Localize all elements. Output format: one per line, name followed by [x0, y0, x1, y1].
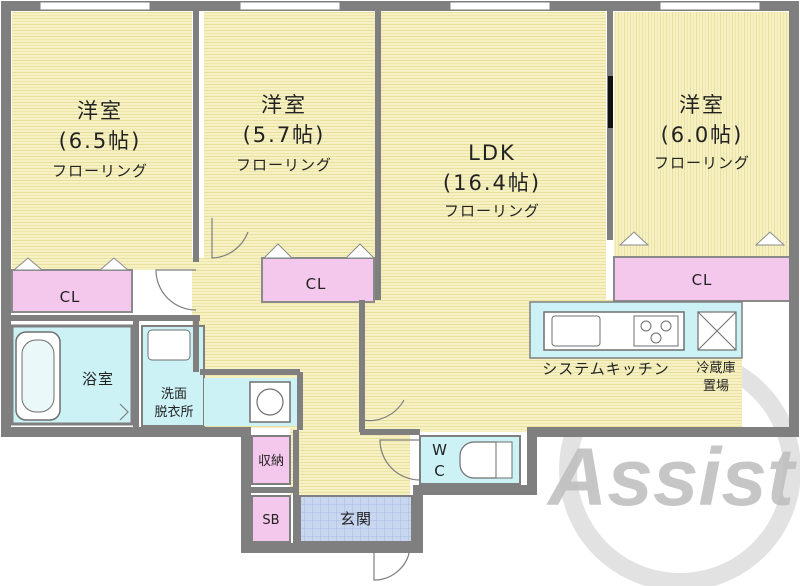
bedroom3-name: 洋室 [679, 93, 725, 117]
closet2-label: CL [306, 275, 327, 293]
bedroom1-size: (6.5帖) [59, 129, 142, 153]
wash-basin [147, 329, 191, 361]
kitchen-label: システムキッチン [542, 360, 670, 378]
fridge-label-2: 置場 [703, 379, 729, 394]
closet3-label: CL [692, 271, 713, 289]
washing-machine [249, 381, 291, 423]
closet1-label: CL [60, 288, 81, 306]
closet2 [261, 257, 375, 303]
bedroom2-floor [204, 12, 374, 258]
walls [1, 1, 799, 553]
shoebox-label: SB [262, 513, 279, 528]
bedroom1-floor [12, 12, 192, 270]
entrance [299, 495, 413, 543]
ldk-size: (16.4帖) [443, 171, 541, 195]
bathtub-inner [21, 339, 55, 413]
bath-label: 浴室 [82, 370, 114, 388]
stove [633, 315, 679, 347]
bedroom3-floor-label: フローリング [654, 154, 750, 172]
bedroom1-floor-label: フローリング [52, 162, 148, 180]
bedroom2-floor-label: フローリング [236, 156, 332, 174]
bedroom3-size: (6.0帖) [661, 123, 744, 147]
washroom-label-2: 脱衣所 [154, 404, 193, 420]
ldk-name: LDK [468, 141, 516, 165]
bedroom2-name: 洋室 [261, 93, 307, 117]
storage-label: 収納 [258, 454, 284, 469]
closet3 [613, 256, 791, 302]
toilet-tank [495, 441, 513, 479]
bedroom3-floor [614, 12, 790, 257]
washroom-label-1: 洗面 [161, 387, 187, 402]
storage [251, 435, 291, 485]
closet-doors [12, 231, 786, 271]
fridge-label-1: 冷蔵庫 [696, 361, 735, 376]
logo-text: Assist [546, 432, 798, 523]
entrance-label: 玄関 [340, 510, 372, 528]
sliding-door [608, 76, 613, 128]
bedroom1-name: 洋室 [77, 99, 123, 123]
sink [551, 315, 601, 347]
windows [39, 1, 761, 11]
toilet-label-2: C [434, 462, 445, 480]
bedroom2-size: (5.7帖) [243, 123, 326, 147]
closet1 [11, 269, 133, 313]
doors [119, 218, 421, 581]
toilet-label-1: W [432, 441, 448, 459]
ldk-floor-label: フローリング [444, 202, 540, 220]
shoebox [251, 495, 291, 543]
